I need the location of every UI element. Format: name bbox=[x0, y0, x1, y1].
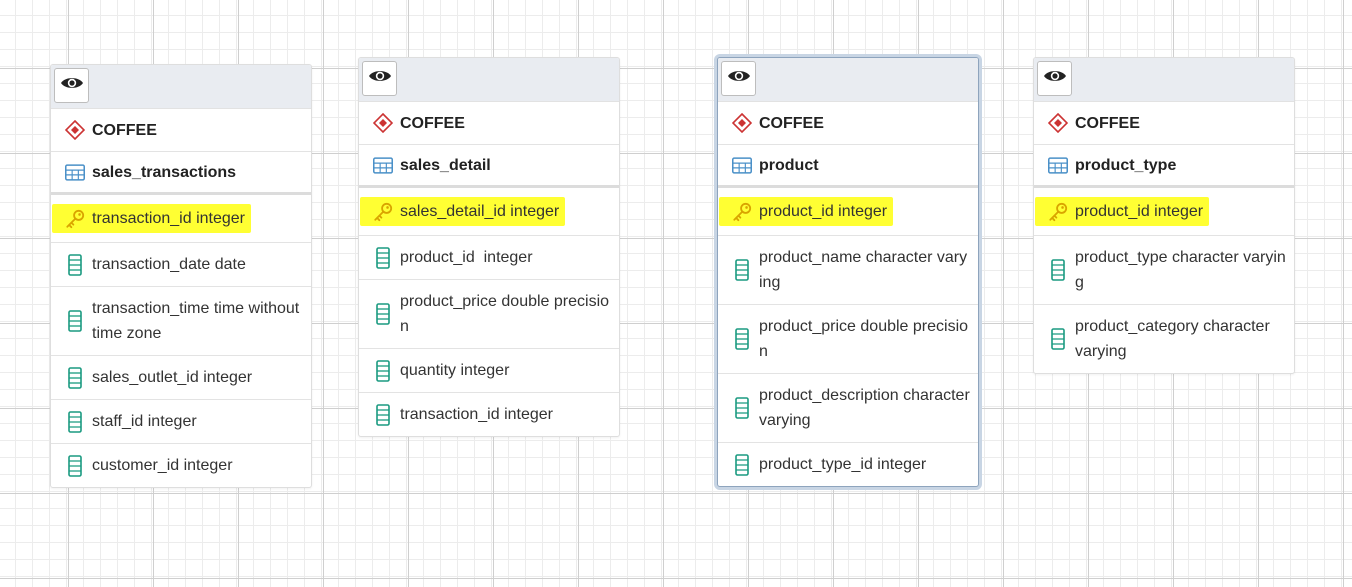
column-row[interactable]: transaction_date date bbox=[51, 243, 311, 287]
column-row[interactable]: staff_id integer bbox=[51, 400, 311, 444]
column-icon bbox=[732, 259, 752, 281]
column-icon bbox=[732, 328, 752, 350]
key-icon bbox=[1048, 201, 1068, 223]
column-row[interactable]: product_id integer bbox=[359, 236, 619, 280]
column-label: product_type character varying bbox=[1075, 249, 1286, 291]
key-icon bbox=[65, 208, 85, 230]
eye-icon bbox=[368, 68, 392, 89]
column-label: product_id integer bbox=[400, 249, 533, 266]
column-label: product_type_id integer bbox=[759, 456, 927, 473]
card-header bbox=[1034, 58, 1294, 102]
schema-name: COFFEE bbox=[400, 114, 465, 132]
schema-row[interactable]: COFFEE bbox=[1034, 102, 1294, 145]
column-label: product_name character varying bbox=[759, 249, 968, 291]
schema-row[interactable]: COFFEE bbox=[718, 102, 978, 145]
column-icon bbox=[373, 359, 393, 382]
column-label: product_description character varying bbox=[759, 387, 970, 429]
column-icon bbox=[65, 410, 85, 433]
column-label: transaction_date date bbox=[92, 256, 246, 273]
schema-name: COFFEE bbox=[1075, 114, 1140, 132]
schema-name: COFFEE bbox=[759, 114, 824, 132]
column-label: transaction_time time without time zone bbox=[92, 300, 300, 342]
schema-diamond-icon bbox=[65, 119, 85, 141]
table-card-product-type[interactable]: COFFEE product_type product_id integer p… bbox=[1033, 57, 1295, 374]
schema-row[interactable]: COFFEE bbox=[51, 109, 311, 152]
column-icon bbox=[373, 246, 393, 269]
column-row[interactable]: product_name character varying bbox=[718, 236, 978, 305]
table-name: product_type bbox=[1075, 156, 1177, 174]
schema-diamond-icon bbox=[732, 112, 752, 134]
toggle-visibility-button[interactable] bbox=[54, 68, 89, 103]
column-row[interactable]: product_price double precision bbox=[359, 280, 619, 349]
key-icon bbox=[373, 201, 393, 223]
column-icon bbox=[65, 366, 85, 389]
table-icon bbox=[732, 154, 752, 176]
key-icon bbox=[732, 201, 752, 223]
toggle-visibility-button[interactable] bbox=[1037, 61, 1072, 96]
eye-icon bbox=[1043, 68, 1067, 89]
card-header bbox=[51, 65, 311, 109]
column-icon bbox=[1048, 259, 1068, 281]
column-row[interactable]: transaction_id integer bbox=[359, 393, 619, 436]
column-icon bbox=[373, 403, 393, 426]
column-row[interactable]: sales_outlet_id integer bbox=[51, 356, 311, 400]
table-name-row[interactable]: product bbox=[718, 145, 978, 188]
column-label: product_id integer bbox=[1035, 197, 1210, 226]
column-icon bbox=[732, 453, 752, 476]
column-row[interactable]: customer_id integer bbox=[51, 444, 311, 487]
column-label: quantity integer bbox=[400, 362, 510, 379]
eye-icon bbox=[60, 75, 84, 96]
column-icon bbox=[65, 253, 85, 276]
column-row[interactable]: transaction_time time without time zone bbox=[51, 287, 311, 356]
table-card-product[interactable]: COFFEE product product_id integer produc… bbox=[717, 57, 979, 487]
column-row[interactable]: product_type_id integer bbox=[718, 443, 978, 486]
toggle-visibility-button[interactable] bbox=[362, 61, 397, 96]
table-icon bbox=[1048, 154, 1068, 176]
table-card-sales-detail[interactable]: COFFEE sales_detail sales_detail_id inte… bbox=[358, 57, 620, 437]
eye-icon bbox=[727, 68, 751, 89]
column-row[interactable]: product_type character varying bbox=[1034, 236, 1294, 305]
column-icon bbox=[373, 303, 393, 325]
column-label: sales_detail_id integer bbox=[360, 197, 566, 226]
column-row-pk[interactable]: sales_detail_id integer bbox=[359, 188, 619, 236]
column-icon bbox=[732, 397, 752, 419]
column-row-pk[interactable]: transaction_id integer bbox=[51, 195, 311, 243]
schema-row[interactable]: COFFEE bbox=[359, 102, 619, 145]
column-label: product_price double precision bbox=[400, 293, 610, 335]
table-icon bbox=[373, 154, 393, 176]
column-row-pk[interactable]: product_id integer bbox=[718, 188, 978, 236]
column-icon bbox=[65, 310, 85, 332]
schema-diamond-icon bbox=[373, 112, 393, 134]
table-name: sales_detail bbox=[400, 156, 491, 174]
column-icon bbox=[1048, 328, 1068, 350]
table-name-row[interactable]: sales_detail bbox=[359, 145, 619, 188]
table-name-row[interactable]: sales_transactions bbox=[51, 152, 311, 195]
column-label: product_category character varying bbox=[1075, 318, 1270, 360]
column-icon bbox=[65, 454, 85, 477]
column-row-pk[interactable]: product_id integer bbox=[1034, 188, 1294, 236]
table-name: sales_transactions bbox=[92, 163, 237, 181]
column-label: transaction_id integer bbox=[400, 406, 553, 423]
table-name: product bbox=[759, 156, 819, 174]
column-row[interactable]: product_category character varying bbox=[1034, 305, 1294, 373]
table-icon bbox=[65, 161, 85, 183]
column-label: sales_outlet_id integer bbox=[92, 369, 253, 386]
schema-diamond-icon bbox=[1048, 112, 1068, 134]
schema-name: COFFEE bbox=[92, 121, 157, 139]
column-label: customer_id integer bbox=[92, 457, 233, 474]
column-label: transaction_id integer bbox=[52, 204, 251, 233]
column-row[interactable]: product_description character varying bbox=[718, 374, 978, 443]
table-card-sales-transactions[interactable]: COFFEE sales_transactions transaction_id… bbox=[50, 64, 312, 488]
column-label: staff_id integer bbox=[92, 413, 197, 430]
table-name-row[interactable]: product_type bbox=[1034, 145, 1294, 188]
column-row[interactable]: product_price double precision bbox=[718, 305, 978, 374]
card-header bbox=[718, 58, 978, 102]
column-row[interactable]: quantity integer bbox=[359, 349, 619, 393]
toggle-visibility-button[interactable] bbox=[721, 61, 756, 96]
column-label: product_price double precision bbox=[759, 318, 969, 360]
card-header bbox=[359, 58, 619, 102]
